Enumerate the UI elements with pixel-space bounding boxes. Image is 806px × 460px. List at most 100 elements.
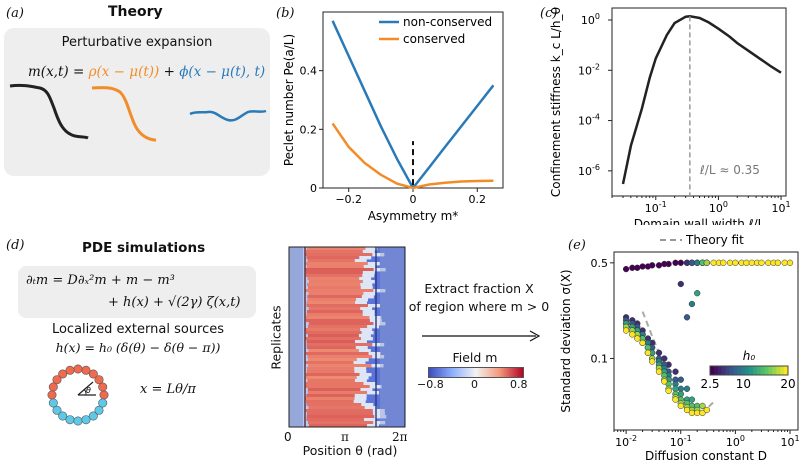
heatmap-row-edge: [359, 373, 372, 377]
heatmap-row-edge: [371, 364, 384, 368]
cbar-tick-zero: 0: [471, 378, 478, 391]
e-data-point: [688, 259, 696, 266]
e-colorbar-cell: [772, 366, 777, 375]
pde-line1: ∂ₜm = D∂ₓ²m + m − m³: [26, 273, 175, 288]
heatmap-row-pos: [306, 418, 364, 422]
ring-dot: [52, 375, 62, 385]
e-colorbar-tick: 20: [780, 377, 795, 391]
heatmap-row-edge: [362, 310, 375, 314]
rho-curve: [91, 86, 156, 142]
expansion-equation: m(x,t) = ρ(x − μ(t)) + ϕ(x − μ(t), t): [28, 64, 265, 80]
heatmap-ylabel-wrap: Replicates: [266, 282, 286, 402]
e-data-point: [677, 385, 684, 392]
eq-rho: ρ(x − μ(t)): [88, 64, 160, 80]
e-colorbar-cell: [741, 366, 746, 375]
heatmap-row-pos: [306, 313, 363, 317]
heatmap-row-edge: [363, 382, 376, 386]
cbar-tick-pos: 0.8: [510, 378, 528, 391]
heatmap-row-edge: [363, 292, 376, 296]
sources-equation: h(x) = h₀ (δ(θ) − δ(θ − π)): [55, 340, 221, 355]
e-data-point: [758, 259, 765, 266]
heatmap-row-edge: [373, 289, 386, 293]
heatmap-row-pos: [307, 298, 356, 302]
e-data-point: [694, 409, 701, 417]
e-data-point: [649, 358, 656, 365]
heatmap-tick-pi: π: [341, 430, 349, 444]
colorbar-title: Field m: [452, 350, 498, 365]
ring-dot: [48, 398, 58, 408]
e-colorbar-cell: [713, 366, 719, 375]
heatmap-row-edge: [354, 259, 367, 263]
heatmap-row-pos: [307, 334, 359, 338]
heatmap-row-edge: [360, 337, 373, 341]
heatmap-row-edge: [358, 334, 371, 338]
e-data-point: [639, 263, 646, 270]
heatmap-row-edge: [360, 328, 373, 332]
panel-b-label: (b): [276, 6, 295, 21]
arrow-to-e: [422, 330, 541, 342]
heatmap-row-pos: [307, 277, 360, 281]
ring-dot: [52, 405, 62, 415]
heatmap-row-pos: [305, 382, 364, 386]
c-xtick-label: 100: [709, 200, 728, 215]
heatmap-row-edge: [363, 418, 376, 422]
e-data-point: [683, 314, 691, 321]
e-data-point: [665, 260, 672, 268]
heatmap-row-pos: [306, 319, 370, 323]
heatmap-row-pos: [307, 355, 373, 359]
ring-dot: [81, 415, 91, 425]
e-data-point: [683, 406, 691, 414]
e-ytick-label: 0.5: [591, 257, 609, 270]
heatmap-row-pos: [306, 340, 355, 344]
e-data-point: [665, 387, 672, 394]
heatmap-row-pos: [305, 262, 368, 266]
c-ylabel: Confinement stiffness k_c L/h_0: [549, 7, 563, 197]
c-ytick-label: 10-6: [578, 163, 600, 178]
c-xtick-label: 10-1: [645, 200, 667, 215]
heatmap-row-edge: [359, 277, 372, 281]
ring-dot: [65, 365, 75, 375]
e-colorbar-cell: [737, 366, 742, 375]
heatmap-row-pos: [308, 364, 372, 368]
ring-dot: [48, 382, 58, 392]
heatmap-row-pos: [306, 310, 363, 314]
ring-dot: [73, 364, 83, 374]
heatmap-row-pos: [306, 415, 375, 419]
e-legend-label: Theory fit: [685, 233, 744, 247]
heatmap-row-pos: [307, 391, 368, 395]
field-heatmap: [288, 246, 406, 428]
heatmap-row-pos: [306, 301, 355, 305]
heatmap-row-pos: [308, 424, 367, 428]
sources-title: Localized external sources: [51, 322, 225, 337]
e-data-point: [634, 264, 641, 271]
heatmap-row-edge: [361, 295, 374, 299]
e-data-point: [622, 327, 630, 334]
heatmap-row-pos: [305, 274, 363, 278]
heatmap-row-edge: [354, 397, 367, 401]
b-series-line: [331, 122, 494, 190]
e-colorbar-cell: [721, 366, 727, 375]
heatmap-row-pos: [306, 367, 355, 371]
heatmap-row-pos: [308, 292, 364, 296]
heatmap-row-pos: [305, 376, 357, 380]
e-data-point: [703, 406, 710, 414]
heatmap-row-pos: [307, 379, 355, 383]
heatmap-row-edge: [360, 283, 373, 287]
perturbative-title: Perturbative expansion: [61, 35, 213, 50]
heatmap-row-edge: [372, 409, 385, 413]
e-data-point: [726, 259, 734, 266]
ring-dot: [98, 382, 108, 392]
e-data-point: [629, 331, 636, 338]
e-ylabel: Standard deviation σ(X): [559, 269, 573, 412]
b-xlabel: Asymmetry m*: [368, 209, 459, 223]
e-colorbar-frame: [709, 365, 789, 376]
c-stiffness-curve: [621, 15, 782, 185]
e-xtick-label: 101: [780, 434, 799, 449]
ring-dot: [58, 369, 68, 379]
heatmap-row-edge: [353, 400, 366, 404]
heatmap-row-pos: [308, 349, 359, 353]
heatmap-row-edge: [372, 355, 385, 359]
e-data-point: [688, 396, 696, 403]
ring-dot: [47, 390, 57, 400]
e-data-point: [677, 376, 684, 383]
